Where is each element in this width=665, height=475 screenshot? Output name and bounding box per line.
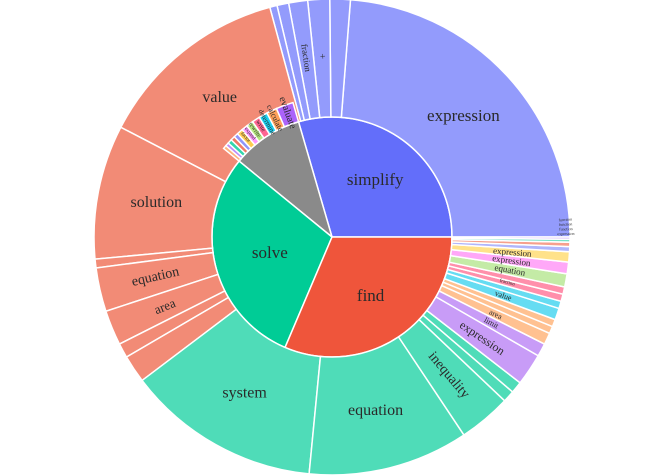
outer-label-equation: equation — [348, 402, 403, 419]
outer-slice-13[interactable] — [141, 308, 322, 475]
mid-label-factor: factor — [239, 132, 251, 144]
outer-label-expression: expression — [427, 106, 500, 125]
rim-label-0: expression — [557, 231, 574, 236]
outer-label-value: value — [202, 89, 237, 106]
rim-label-1: function — [559, 226, 573, 231]
outer-slice-33[interactable] — [451, 236, 571, 240]
inner-label-simplify: simplify — [347, 170, 404, 189]
outer-label-+: + — [316, 53, 327, 60]
outer-label-fraction: fraction — [499, 279, 516, 288]
rim-label-2: function — [559, 221, 573, 227]
outer-slice-0[interactable] — [340, 0, 571, 238]
rim-label-3: function — [558, 216, 572, 222]
mid-slice-11[interactable] — [222, 144, 243, 163]
outer-label-expression: expression — [493, 246, 533, 259]
outer-label-fraction: fraction — [299, 43, 313, 73]
inner-label-find: find — [357, 286, 385, 305]
outer-label-system: system — [222, 385, 267, 402]
outer-label-solution: solution — [131, 194, 183, 211]
mid-label-write: write — [254, 119, 266, 133]
inner-label-solve: solve — [252, 243, 288, 262]
